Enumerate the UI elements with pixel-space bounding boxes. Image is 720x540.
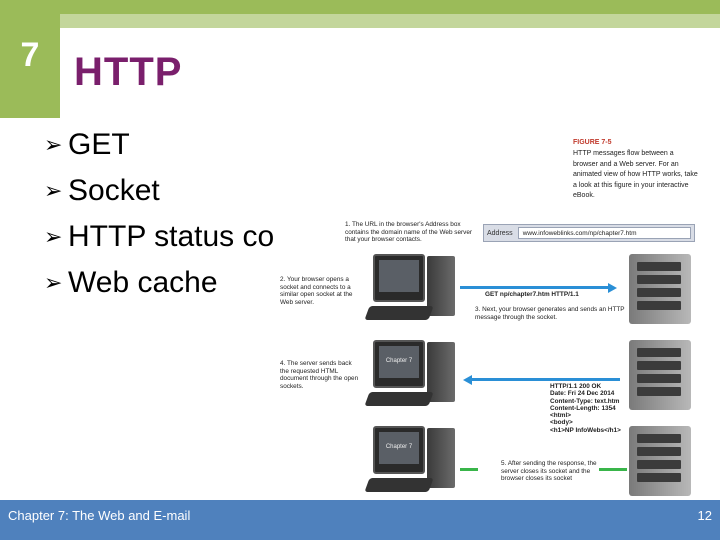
bullet-item: ➢HTTP status code bbox=[44, 214, 308, 260]
bullet-item: ➢Web cache bbox=[44, 260, 308, 306]
arrow-right-icon bbox=[608, 282, 617, 293]
screen-text: Chapter 7 bbox=[379, 346, 419, 378]
arrow-bullet-icon: ➢ bbox=[44, 270, 63, 295]
bullet-text: Web cache bbox=[68, 266, 218, 299]
footer-bar bbox=[0, 500, 720, 540]
client-computer-icon: Chapter 7 bbox=[364, 426, 457, 504]
http-figure: FIGURE 7-5 HTTP messages flow between a … bbox=[275, 138, 700, 506]
client-computer-icon bbox=[364, 254, 457, 332]
figure-caption: FIGURE 7-5 HTTP messages flow between a … bbox=[573, 138, 698, 201]
browser-address-bar: Address www.infoweblinks.com/np/chapter7… bbox=[483, 224, 695, 242]
response-connection-line bbox=[470, 378, 620, 381]
http-response: HTTP/1.1 200 OK Date: Fri 24 Dec 2014 Co… bbox=[550, 383, 621, 434]
step-1-text: 1. The URL in the browser's Address box … bbox=[345, 221, 473, 244]
figure-caption-text: HTTP messages flow between a browser and… bbox=[573, 150, 698, 200]
web-server-icon bbox=[629, 254, 691, 324]
arrow-bullet-icon: ➢ bbox=[44, 132, 63, 157]
chapter-number: 7 bbox=[20, 36, 40, 74]
arrow-bullet-icon: ➢ bbox=[44, 178, 63, 203]
step-3-text: 3. Next, your browser generates and send… bbox=[475, 306, 625, 321]
bullet-list: ➢GET ➢Socket ➢HTTP status code ➢Web cach… bbox=[44, 122, 308, 306]
address-label: Address bbox=[487, 229, 513, 237]
arrow-bullet-icon: ➢ bbox=[44, 224, 63, 249]
page-number: 12 bbox=[697, 508, 712, 523]
request-connection-line bbox=[460, 286, 610, 289]
bullet-text: Socket bbox=[68, 174, 160, 207]
closed-socket-line bbox=[460, 468, 478, 471]
step-4-text: 4. The server sends back the requested H… bbox=[280, 360, 359, 391]
screen-text: Chapter 7 bbox=[379, 432, 419, 464]
arrow-left-icon bbox=[463, 374, 472, 385]
step-5-text: 5. After sending the response, the serve… bbox=[501, 460, 597, 483]
bullet-text: HTTP status code bbox=[68, 220, 308, 253]
web-server-icon bbox=[629, 426, 691, 496]
figure-label: FIGURE 7-5 bbox=[573, 139, 612, 146]
step-2-text: 2. Your browser opens a socket and conne… bbox=[280, 276, 353, 307]
top-accent-bar bbox=[0, 0, 720, 14]
bullet-text: GET bbox=[68, 128, 130, 161]
address-field: www.infoweblinks.com/np/chapter7.htm bbox=[517, 227, 691, 239]
top-accent-strip bbox=[60, 14, 720, 28]
get-message: GET np/chapter7.htm HTTP/1.1 bbox=[485, 291, 579, 298]
footer-title: Chapter 7: The Web and E-mail bbox=[8, 508, 191, 523]
bullet-item: ➢Socket bbox=[44, 168, 308, 214]
closed-socket-line bbox=[599, 468, 627, 471]
web-server-icon bbox=[629, 340, 691, 410]
chapter-block bbox=[0, 0, 60, 118]
slide-title: HTTP bbox=[74, 50, 183, 94]
client-computer-icon: Chapter 7 bbox=[364, 340, 457, 418]
bullet-item: ➢GET bbox=[44, 122, 308, 168]
